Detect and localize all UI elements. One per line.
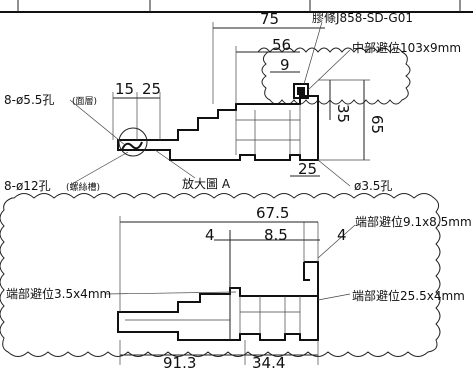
note-holes-a-sub: (面層) — [72, 96, 97, 107]
gasket-block — [293, 83, 309, 99]
title-block-edge — [0, 0, 473, 13]
dim-67-5: 67.5 — [256, 204, 289, 222]
detail-view: 67.5 4 8.5 4 91.3 34.4 端部避位9.1x8.5mm 端部避… — [0, 193, 472, 372]
leader-lines-detail — [104, 224, 356, 301]
dim-91-3: 91.3 — [163, 354, 196, 372]
note-enlarge-a: 放大圖 A — [182, 176, 231, 191]
profile-outline-top — [117, 95, 319, 161]
note-end-c: 端部避位25.5x4mm — [352, 288, 465, 303]
note-gasket: 膠條J858-SD-G01 — [312, 11, 413, 25]
cloud-outline-detail — [0, 193, 441, 357]
dim-75: 75 — [260, 10, 279, 28]
dim-56: 56 — [272, 36, 291, 54]
note-holes-b: 8-ø12孔 — [4, 179, 51, 193]
detail-circle-a — [118, 127, 148, 157]
note-end-a: 端部避位9.1x8.5mm — [355, 214, 472, 229]
dim-15: 15 — [115, 80, 134, 98]
profile-inner-top — [235, 104, 301, 155]
dim-lines-top — [112, 22, 370, 177]
end-bar — [303, 261, 319, 296]
top-profile-view: 75 56 9 35 65 25 15 25 膠條J858-SD-G01 中部避… — [4, 10, 461, 193]
note-end-b: 端部避位3.5x4mm — [6, 286, 111, 301]
note-mid-seal: 中部避位103x9mm — [352, 40, 461, 55]
note-holes-b-sub: (螺絲槽) — [66, 181, 100, 193]
dim-65: 65 — [368, 115, 386, 134]
dim-9: 9 — [280, 56, 290, 74]
dim-34-4: 34.4 — [252, 354, 285, 372]
dim-25-left: 25 — [142, 80, 161, 98]
dim-4-right: 4 — [337, 226, 347, 244]
note-hole-35: ø3.5孔 — [354, 179, 392, 193]
dim-lines-detail — [119, 216, 320, 365]
profile-inner-detail — [125, 296, 301, 334]
dim-4-left: 4 — [205, 226, 215, 244]
dim-35: 35 — [334, 104, 352, 123]
note-holes-a: 8-ø5.5孔 — [4, 93, 54, 107]
dim-8-5: 8.5 — [264, 226, 288, 244]
leader-lines-top — [69, 21, 351, 187]
profile-outline-detail — [117, 287, 319, 341]
dim-25-right: 25 — [298, 160, 317, 178]
cloud-outline-gasket — [256, 47, 411, 105]
